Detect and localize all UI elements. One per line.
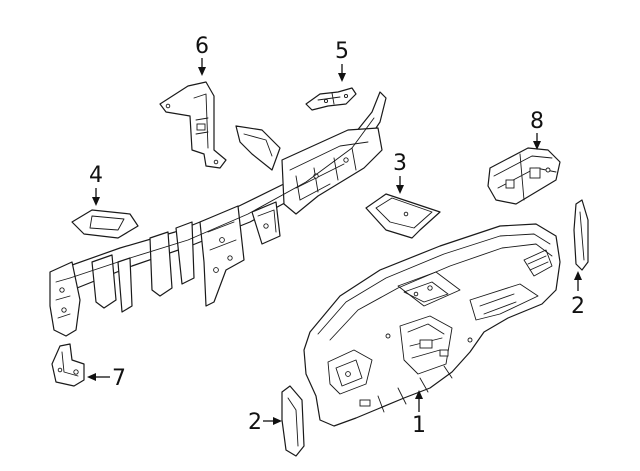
- end-cap-right: [573, 199, 589, 271]
- callout-1: 1: [412, 413, 426, 438]
- callout-2-left: 2: [248, 410, 262, 435]
- callout-labels: 1 2 2 3 4 5 6 7 8: [89, 34, 585, 438]
- callout-2-right: 2: [571, 294, 585, 319]
- tray-panel: [365, 193, 441, 239]
- callout-6: 6: [195, 34, 209, 59]
- callout-4: 4: [89, 163, 103, 188]
- instrument-panel: [303, 223, 561, 427]
- end-cap-left: [281, 385, 305, 457]
- cross-car-beam: [49, 91, 387, 337]
- callout-3: 3: [393, 151, 407, 176]
- upper-bracket: [159, 81, 227, 169]
- top-bracket: [305, 87, 357, 111]
- callout-7: 7: [112, 366, 126, 391]
- leaders: [87, 58, 582, 425]
- callout-8: 8: [530, 109, 544, 134]
- airbag-module: [487, 147, 561, 205]
- callout-5: 5: [335, 39, 349, 64]
- mount-bracket: [51, 343, 85, 387]
